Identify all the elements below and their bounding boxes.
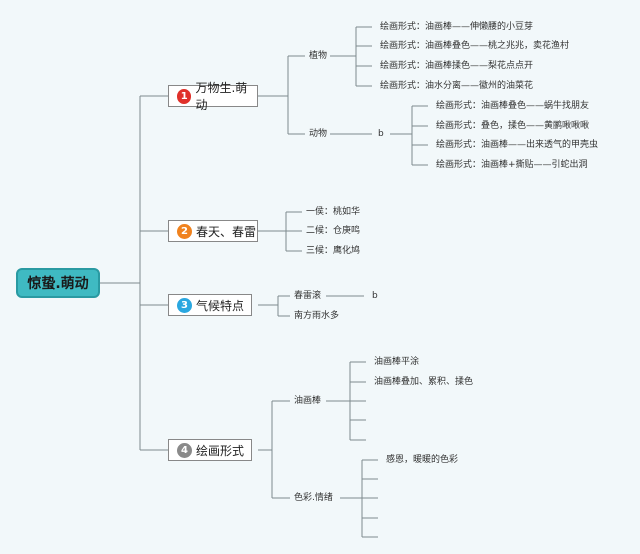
- branch-node-2[interactable]: 2 春天、春雷: [168, 220, 258, 242]
- number-badge-2: 2: [177, 223, 192, 239]
- oil-item-1[interactable]: 油画棒平涂: [374, 357, 420, 367]
- branch-node-1[interactable]: 1 万物生.萌动: [168, 81, 258, 112]
- branch-label-4: 绘画形式: [196, 443, 245, 458]
- node-animals[interactable]: 动物: [309, 129, 328, 139]
- hou-item-3[interactable]: 三候：鹰化鸠: [306, 246, 361, 256]
- hou-item-2[interactable]: 二候：仓庚鸣: [306, 226, 361, 236]
- color-item-1[interactable]: 感恩，暖暖的色彩: [386, 455, 459, 465]
- branch-label-1: 万物生.萌动: [195, 81, 248, 112]
- plant-item-2[interactable]: 绘画形式：油画棒叠色——桃之兆兆，卖花渔村: [380, 41, 570, 51]
- plant-item-1[interactable]: 绘画形式：油画棒——伸懒腰的小豆芽: [380, 22, 534, 32]
- number-badge-1: 1: [177, 88, 192, 104]
- climate-b-node[interactable]: b: [372, 291, 378, 301]
- animal-item-4[interactable]: 绘画形式：油画棒+撕贴——引蛇出洞: [436, 160, 588, 170]
- animal-b-node[interactable]: b: [378, 129, 384, 139]
- animal-item-1[interactable]: 绘画形式：油画棒叠色——蜗牛找朋友: [436, 101, 590, 111]
- climate-item-1[interactable]: 春雷滚: [294, 291, 322, 301]
- climate-item-2[interactable]: 南方雨水多: [294, 311, 340, 321]
- node-oil-pastel[interactable]: 油画棒: [294, 396, 322, 406]
- branch-node-4[interactable]: 4 绘画形式: [168, 439, 252, 461]
- root-node[interactable]: 惊蛰.萌动: [16, 268, 100, 298]
- branch-node-3[interactable]: 3 气候特点: [168, 294, 252, 316]
- branch-label-2: 春天、春雷: [196, 224, 257, 239]
- oil-item-2[interactable]: 油画棒叠加、累积、揉色: [374, 377, 474, 387]
- animal-item-3[interactable]: 绘画形式：油画棒——出来透气的甲壳虫: [436, 140, 599, 150]
- animal-item-2[interactable]: 绘画形式：叠色，揉色——黄鹂啾啾啾: [436, 121, 590, 131]
- node-color-emotion[interactable]: 色彩.情绪: [294, 493, 333, 503]
- plant-item-4[interactable]: 绘画形式：油水分离——徽州的油菜花: [380, 81, 534, 91]
- number-badge-4: 4: [177, 442, 192, 458]
- number-badge-3: 3: [177, 297, 192, 313]
- branch-label-3: 气候特点: [196, 298, 245, 313]
- plant-item-3[interactable]: 绘画形式：油画棒揉色——梨花点点开: [380, 61, 534, 71]
- node-plants[interactable]: 植物: [309, 51, 328, 61]
- hou-item-1[interactable]: 一侯：桃如华: [306, 207, 361, 217]
